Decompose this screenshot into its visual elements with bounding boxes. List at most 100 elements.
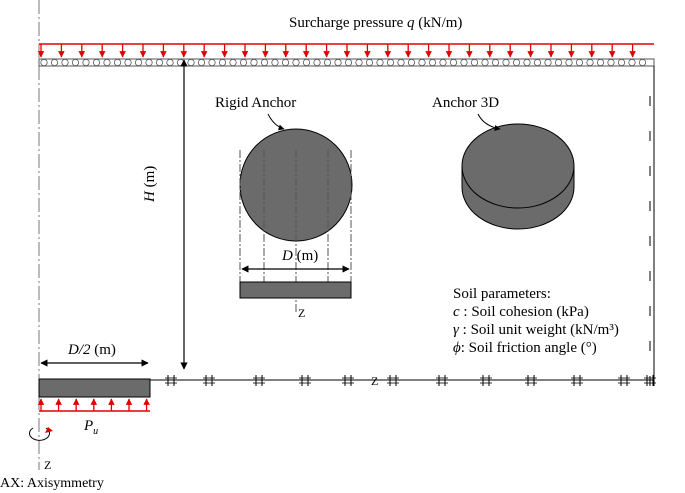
roller-support — [512, 58, 521, 67]
z-label-axis: Z — [44, 458, 52, 472]
roller-support — [596, 58, 605, 67]
roller-support — [134, 58, 143, 67]
roller-support — [71, 58, 80, 67]
roller-support — [281, 58, 290, 67]
fixed-support — [480, 375, 492, 386]
friction-text: : Soil friction angle (°) — [460, 340, 597, 356]
soil-param-friction: ϕ: Soil friction angle (°) — [453, 340, 597, 356]
half-width-label: D/2 (m) — [68, 342, 116, 358]
roller-support — [460, 58, 468, 67]
roller-support — [376, 58, 384, 67]
surcharge-symbol: q — [407, 15, 415, 31]
fixed-support — [618, 375, 630, 386]
roller-support — [617, 58, 626, 67]
diameter-unit: (m) — [296, 248, 319, 264]
surcharge-unit: (kN/m) — [418, 15, 463, 31]
roller-support — [355, 58, 363, 67]
unit-weight-symbol: γ — [453, 322, 459, 338]
roller-support — [271, 58, 279, 67]
roller-support — [365, 58, 374, 67]
roller-support — [470, 58, 479, 67]
roller-support — [334, 58, 342, 67]
roller-support — [302, 58, 311, 67]
wall-support — [649, 271, 655, 281]
roller-support — [439, 58, 447, 67]
roller-support — [155, 58, 164, 67]
roller-support — [449, 58, 458, 67]
roller-support — [491, 58, 500, 67]
z-label-anchor: Z — [298, 306, 306, 320]
roller-support — [586, 58, 594, 67]
roller-support — [208, 58, 216, 67]
roller-support — [260, 58, 269, 67]
roller-support — [638, 58, 647, 67]
roller-support — [323, 58, 332, 67]
unit-weight-text: : Soil unit weight (kN/m³) — [458, 322, 619, 338]
roller-support — [628, 58, 636, 67]
fixed-support — [436, 375, 448, 386]
roller-support — [197, 58, 206, 67]
anchor-3d-leader — [477, 113, 501, 131]
rigid-anchor-illustration — [239, 113, 353, 312]
bottom-boundary — [150, 375, 656, 386]
fixed-support — [299, 375, 311, 386]
z-label-bottom: Z — [371, 374, 379, 388]
roller-support — [544, 58, 552, 67]
roller-support — [554, 58, 563, 67]
roller-support — [229, 58, 237, 67]
roller-support — [418, 58, 426, 67]
wall-support — [649, 96, 655, 106]
friction-symbol: ϕ — [453, 340, 461, 356]
roller-support — [113, 58, 122, 67]
right-boundary — [649, 66, 655, 386]
roller-support — [145, 58, 153, 67]
roller-support — [82, 58, 90, 67]
roller-support — [61, 58, 69, 67]
wall-support — [649, 166, 655, 176]
height-label: H (m) — [142, 166, 158, 202]
wall-support — [649, 131, 655, 141]
pullout-subscript: u — [93, 426, 99, 437]
fixed-support — [644, 375, 656, 386]
axisymmetry-rotation-arrow — [29, 427, 53, 441]
wall-support — [649, 306, 655, 316]
fixed-support — [203, 375, 215, 386]
rigid-anchor-leader — [267, 113, 285, 131]
rigid-anchor-plate — [239, 281, 352, 299]
roller-support — [124, 58, 132, 67]
fixed-support — [253, 375, 265, 386]
anchor-3d-illustration — [461, 113, 575, 230]
roller-support — [292, 58, 300, 67]
half-width-unit: (m) — [94, 342, 116, 358]
roller-support — [176, 58, 185, 67]
diameter-label: D (m) — [282, 248, 318, 264]
height-unit: (m) — [142, 165, 158, 188]
roller-support — [50, 58, 59, 67]
anchor-3d-label: Anchor 3D — [432, 95, 500, 111]
roller-support — [103, 58, 111, 67]
soil-param-cohesion: c : Soil cohesion (kPa) — [453, 304, 589, 320]
fixed-support — [525, 375, 537, 386]
height-symbol: H — [142, 191, 158, 202]
roller-support — [313, 58, 321, 67]
pullout-label: Pu — [84, 418, 98, 440]
roller-support — [218, 58, 227, 67]
anchor-plate — [38, 378, 151, 398]
roller-support — [523, 58, 531, 67]
roller-support — [481, 58, 489, 67]
roller-support — [607, 58, 615, 67]
roller-support — [344, 58, 353, 67]
roller-support — [502, 58, 510, 67]
top-boundary — [38, 58, 655, 67]
roller-support — [250, 58, 258, 67]
surcharge-label-text: Surcharge pressure — [289, 15, 404, 31]
cohesion-text: : Soil cohesion (kPa) — [459, 304, 589, 320]
half-width-symbol: D/2 — [68, 342, 91, 358]
soil-param-unit-weight: γ : Soil unit weight (kN/m³) — [453, 322, 619, 338]
roller-support — [407, 58, 416, 67]
surcharge-arrows — [37, 44, 636, 58]
cohesion-symbol: c — [453, 304, 460, 320]
roller-support — [187, 58, 195, 67]
wall-support — [649, 201, 655, 211]
fixed-support — [387, 375, 399, 386]
